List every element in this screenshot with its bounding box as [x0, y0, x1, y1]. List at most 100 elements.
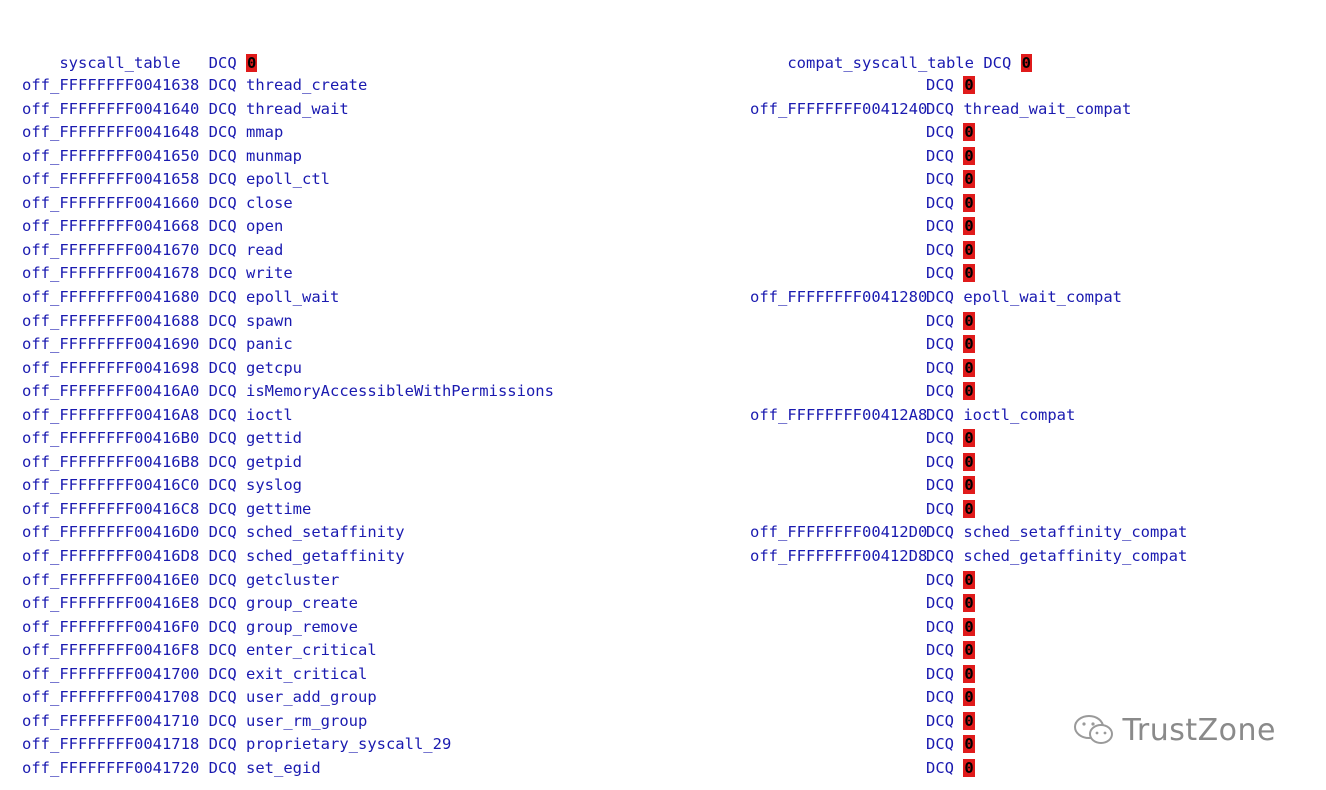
offset-label[interactable]: off_FFFFFFFF0041660 [22, 193, 200, 212]
syscall-entry-row[interactable]: off_FFFFFFFF00416E8 DCQ group_create [22, 592, 358, 616]
compat-syscall-entry-row[interactable]: DCQ 0 [750, 474, 1310, 498]
syscall-entry-row[interactable]: off_FFFFFFFF0041680 DCQ epoll_wait [22, 286, 339, 310]
offset-label[interactable]: off_FFFFFFFF00412D0 [750, 523, 928, 542]
syscall-table-header[interactable]: syscall_table DCQ 0 [22, 28, 258, 72]
syscall-target-link[interactable]: enter_critical [246, 641, 377, 660]
offset-label[interactable]: off_FFFFFFFF00416E0 [22, 570, 200, 589]
syscall-entry-row[interactable]: off_FFFFFFFF00416C8 DCQ gettime [22, 498, 311, 522]
syscall-target-link[interactable]: set_egid [246, 758, 321, 777]
zero-value[interactable]: 0 [963, 146, 975, 165]
offset-label[interactable]: off_FFFFFFFF0041690 [22, 335, 200, 354]
table-label[interactable]: syscall_table [59, 53, 181, 72]
syscall-entry-row[interactable]: off_FFFFFFFF00416B0 DCQ gettid [22, 427, 302, 451]
syscall-entry-row[interactable]: off_FFFFFFFF0041648 DCQ mmap [22, 121, 283, 145]
offset-label[interactable]: off_FFFFFFFF0041710 [22, 711, 200, 730]
zero-value[interactable]: 0 [963, 335, 975, 354]
syscall-entry-row[interactable]: off_FFFFFFFF00416F0 DCQ group_remove [22, 616, 358, 640]
offset-label[interactable]: off_FFFFFFFF0041678 [22, 264, 200, 283]
zero-value[interactable]: 0 [963, 311, 975, 330]
zero-value[interactable]: 0 [963, 617, 975, 636]
offset-label[interactable]: off_FFFFFFFF0041680 [22, 287, 200, 306]
zero-value[interactable]: 0 [963, 570, 975, 589]
syscall-target-link[interactable]: proprietary_syscall_29 [246, 735, 452, 754]
compat-syscall-entry-row[interactable]: DCQ 0 [750, 192, 1310, 216]
syscall-target-link[interactable]: thread_create [246, 76, 368, 94]
zero-value[interactable]: 0 [963, 499, 975, 518]
zero-value[interactable]: 0 [963, 382, 975, 401]
syscall-target-link[interactable]: ioctl [246, 405, 293, 424]
syscall-entry-row[interactable]: off_FFFFFFFF0041688 DCQ spawn [22, 310, 293, 334]
zero-value[interactable]: 0 [963, 76, 975, 94]
syscall-entry-row[interactable]: off_FFFFFFFF0041658 DCQ epoll_ctl [22, 168, 330, 192]
syscall-target-link[interactable]: ioctl_compat [963, 405, 1076, 424]
zero-value[interactable]: 0 [963, 358, 975, 377]
zero-value[interactable]: 0 [963, 688, 975, 707]
compat-syscall-entry-row[interactable]: DCQ 0 [750, 427, 1310, 451]
zero-value[interactable]: 0 [963, 664, 975, 683]
syscall-target-link[interactable]: close [246, 193, 293, 212]
syscall-entry-row[interactable]: off_FFFFFFFF0041650 DCQ munmap [22, 145, 302, 169]
offset-label[interactable]: off_FFFFFFFF00416B8 [22, 452, 200, 471]
syscall-target-link[interactable]: open [246, 217, 284, 236]
offset-label[interactable]: off_FFFFFFFF00416B0 [22, 429, 200, 448]
offset-label[interactable]: off_FFFFFFFF0041648 [22, 123, 200, 142]
syscall-entry-row[interactable]: off_FFFFFFFF0041718 DCQ proprietary_sysc… [22, 733, 451, 757]
syscall-target-link[interactable]: thread_wait_compat [963, 99, 1132, 118]
zero-value[interactable]: 0 [963, 711, 975, 730]
syscall-target-link[interactable]: sched_getaffinity [246, 547, 405, 565]
zero-value[interactable]: 0 [963, 429, 975, 448]
compat-syscall-entry-row[interactable]: DCQ 0 [750, 121, 1310, 145]
compat-syscall-entry-row[interactable]: DCQ 0 [750, 357, 1310, 381]
compat-syscall-entry-row[interactable]: DCQ 0 [750, 451, 1310, 475]
offset-label[interactable]: off_FFFFFFFF0041638 [22, 76, 200, 94]
table-label[interactable]: compat_syscall_table [787, 53, 974, 72]
zero-value[interactable]: 0 [963, 217, 975, 236]
offset-label[interactable]: off_FFFFFFFF00416C0 [22, 476, 200, 495]
zero-value[interactable]: 0 [963, 758, 975, 777]
compat-syscall-entry-row[interactable]: DCQ 0 [750, 310, 1310, 334]
zero-value[interactable]: 0 [1020, 53, 1032, 72]
syscall-target-link[interactable]: mmap [246, 123, 284, 142]
syscall-target-link[interactable]: epoll_ctl [246, 170, 330, 189]
zero-value[interactable]: 0 [963, 170, 975, 189]
syscall-entry-row[interactable]: off_FFFFFFFF00416C0 DCQ syslog [22, 474, 302, 498]
syscall-target-link[interactable]: spawn [246, 311, 293, 330]
syscall-target-link[interactable]: gettid [246, 429, 302, 448]
compat-syscall-entry-row[interactable]: DCQ 0 [750, 710, 1310, 734]
offset-label[interactable]: off_FFFFFFFF0041650 [22, 146, 200, 165]
syscall-target-link[interactable]: group_remove [246, 617, 358, 636]
syscall-target-link[interactable]: user_add_group [246, 688, 377, 707]
syscall-target-link[interactable]: epoll_wait [246, 287, 340, 306]
offset-label[interactable]: off_FFFFFFFF0041240 [750, 99, 928, 118]
compat-syscall-entry-row[interactable]: DCQ 0 [750, 498, 1310, 522]
compat-syscall-entry-row[interactable]: DCQ 0 [750, 639, 1310, 663]
syscall-entry-row[interactable]: off_FFFFFFFF00416F8 DCQ enter_critical [22, 639, 377, 663]
syscall-entry-row[interactable]: off_FFFFFFFF00416D0 DCQ sched_setaffinit… [22, 521, 405, 545]
syscall-entry-row[interactable]: off_FFFFFFFF0041640 DCQ thread_wait [22, 98, 349, 122]
compat-syscall-entry-row[interactable]: DCQ 0 [750, 239, 1310, 263]
zero-value[interactable]: 0 [963, 641, 975, 660]
offset-label[interactable]: off_FFFFFFFF0041700 [22, 664, 200, 683]
syscall-target-link[interactable]: sched_setaffinity [246, 523, 405, 542]
syscall-entry-row[interactable]: off_FFFFFFFF0041690 DCQ panic [22, 333, 293, 357]
syscall-target-link[interactable]: getpid [246, 452, 302, 471]
compat-syscall-entry-row[interactable]: DCQ 0 [750, 145, 1310, 169]
compat-syscall-table-header[interactable]: compat_syscall_table DCQ 0 [750, 28, 1310, 72]
syscall-target-link[interactable]: user_rm_group [246, 711, 368, 730]
zero-value[interactable]: 0 [963, 476, 975, 495]
zero-value[interactable]: 0 [963, 594, 975, 613]
syscall-target-link[interactable]: exit_critical [246, 664, 368, 683]
compat-syscall-entry-row[interactable]: DCQ 0 [750, 262, 1310, 286]
syscall-entry-row[interactable]: off_FFFFFFFF00416A0 DCQ isMemoryAccessib… [22, 380, 554, 404]
compat-syscall-entry-row[interactable]: DCQ 0 [750, 333, 1310, 357]
offset-label[interactable]: off_FFFFFFFF00416A0 [22, 382, 200, 401]
syscall-target-link[interactable]: sched_getaffinity_compat [963, 547, 1188, 565]
zero-value[interactable]: 0 [963, 264, 975, 283]
offset-label[interactable]: off_FFFFFFFF0041688 [22, 311, 200, 330]
syscall-target-link[interactable]: thread_wait [246, 99, 349, 118]
